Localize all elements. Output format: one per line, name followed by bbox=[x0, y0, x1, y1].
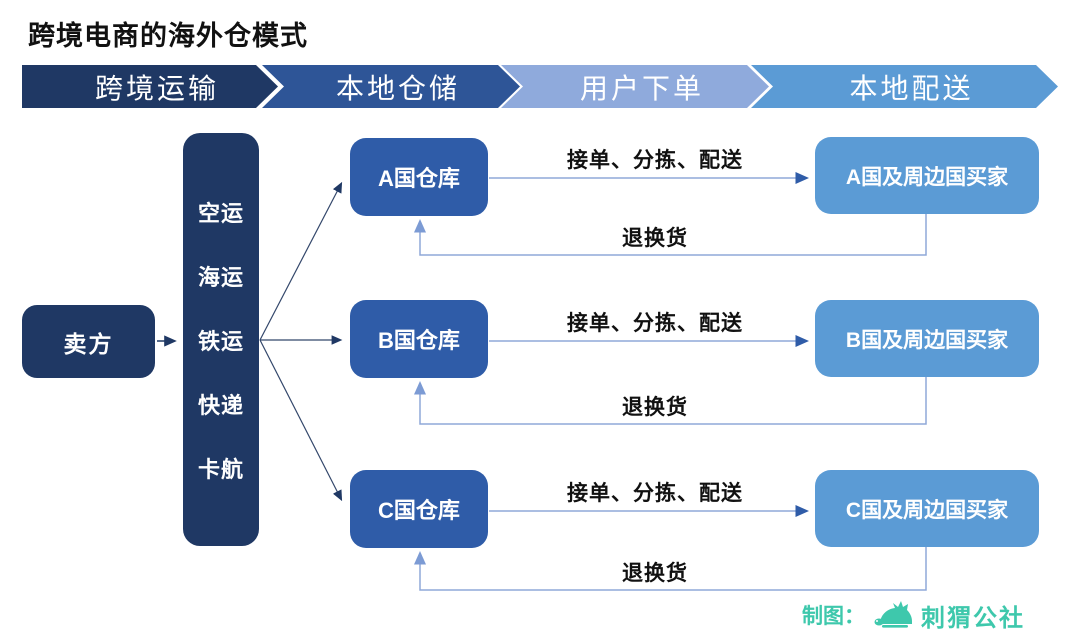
transport-modes-node: 空运 海运 铁运 快递 卡航 bbox=[183, 133, 259, 546]
buyer-node-b: B国及周边国买家 bbox=[815, 300, 1039, 377]
forward-edge-label-a: 接单、分拣、配送 bbox=[567, 149, 743, 172]
banner-step-local-warehousing: 本地仓储 bbox=[262, 65, 520, 108]
warehouse-label: C国仓库 bbox=[378, 498, 460, 523]
warehouse-node-c: C国仓库 bbox=[350, 470, 488, 548]
return-path-row-a bbox=[414, 214, 927, 256]
warehouse-label: A国仓库 bbox=[378, 166, 460, 191]
transport-mode-item: 快递 bbox=[197, 392, 244, 418]
banner-step-label: 本地仓储 bbox=[335, 72, 460, 104]
warehouse-node-a: A国仓库 bbox=[350, 138, 488, 216]
footer-credit: 制图： 刺猬公社 bbox=[802, 597, 1025, 633]
seller-label: 卖方 bbox=[63, 330, 114, 357]
transport-mode-item: 卡航 bbox=[197, 456, 244, 482]
forward-edge-label-b: 接单、分拣、配送 bbox=[567, 312, 743, 335]
fan-line-warehouse-a bbox=[259, 181, 343, 341]
buyer-label: C国及周边国买家 bbox=[845, 498, 1009, 522]
banner-step-user-order: 用户下单 bbox=[501, 65, 769, 108]
return-edge-label-c: 退换货 bbox=[622, 562, 688, 585]
process-banner: 跨境运输 本地仓储 用户下单 本地配送 bbox=[0, 65, 1080, 108]
banner-step-label: 本地配送 bbox=[849, 72, 974, 104]
buyer-node-a: A国及周边国买家 bbox=[815, 137, 1039, 214]
brand-name: 刺猬公社 bbox=[921, 604, 1025, 632]
warehouse-node-b: B国仓库 bbox=[350, 300, 488, 378]
banner-step-label: 用户下单 bbox=[579, 72, 704, 104]
transport-mode-item: 铁运 bbox=[197, 328, 244, 354]
transport-mode-item: 空运 bbox=[197, 200, 244, 226]
buyer-label: B国及周边国买家 bbox=[845, 328, 1009, 352]
return-path-row-c bbox=[414, 547, 927, 591]
banner-step-label: 跨境运输 bbox=[94, 72, 219, 104]
seller-node: 卖方 bbox=[22, 305, 155, 378]
return-path-row-b bbox=[414, 377, 927, 425]
warehouse-label: B国仓库 bbox=[378, 328, 460, 353]
return-edge-label-a: 退换货 bbox=[622, 227, 688, 250]
forward-edge-label-c: 接单、分拣、配送 bbox=[567, 482, 743, 505]
credit-label: 制图： bbox=[802, 605, 865, 628]
hedgehog-icon bbox=[872, 600, 914, 630]
buyer-node-c: C国及周边国买家 bbox=[815, 470, 1039, 547]
page-title: 跨境电商的海外仓模式 bbox=[28, 21, 308, 51]
fan-line-warehouse-c bbox=[259, 339, 343, 502]
banner-step-cross-border-transport: 跨境运输 bbox=[22, 65, 278, 108]
buyer-label: A国及周边国买家 bbox=[845, 165, 1009, 189]
banner-step-local-delivery: 本地配送 bbox=[751, 65, 1058, 108]
transport-mode-item: 海运 bbox=[197, 264, 244, 290]
return-edge-label-b: 退换货 bbox=[622, 396, 688, 419]
